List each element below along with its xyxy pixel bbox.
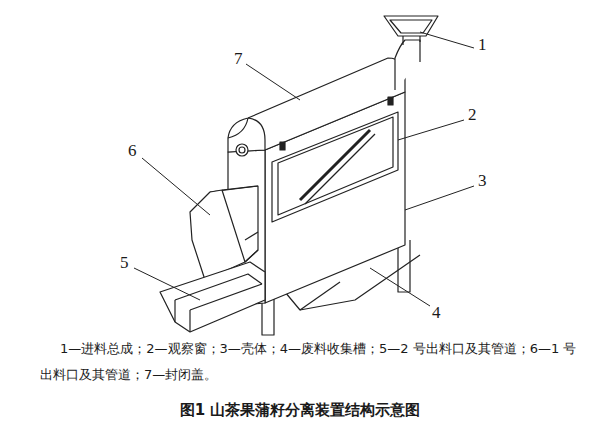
callout-number: 3 — [478, 172, 487, 190]
callout-number: 2 — [468, 106, 477, 124]
callout-number: 7 — [234, 50, 243, 68]
callout-number: 4 — [432, 304, 441, 322]
callout-number: 6 — [128, 142, 137, 160]
callout-number: 5 — [120, 254, 129, 272]
figure-caption: 图1 山茶果蒲籽分离装置结构示意图 — [0, 400, 600, 420]
callout-number: 1 — [478, 36, 487, 54]
parts-note: 1—进料总成；2—观察窗；3—壳体；4—废料收集槽；5—2 号出料口及其管道；6… — [40, 336, 580, 388]
